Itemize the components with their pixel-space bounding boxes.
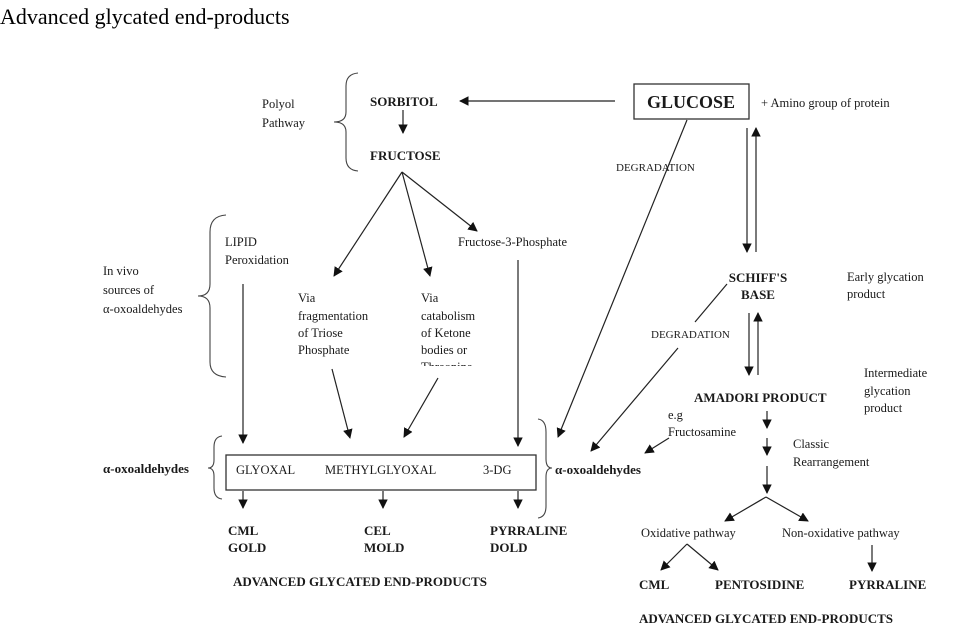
fructosamine-arrow	[644, 437, 670, 454]
3dg-item: 3-DG	[483, 463, 511, 477]
schiff-degradation-line-top	[694, 283, 728, 323]
via-triose-1: Via	[298, 291, 316, 305]
glucose-node: GLUCOSE	[647, 92, 735, 112]
polyol-label-1: Polyol	[262, 97, 295, 111]
fructose-node: FRUCTOSE	[370, 148, 441, 163]
via-ketone-3: of Ketone	[421, 326, 471, 340]
product-mold: MOLD	[364, 540, 404, 555]
product-cml: CML	[228, 523, 259, 538]
early-glycation-1: Early glycation	[847, 270, 924, 284]
via-ketone-1: Via	[421, 291, 439, 305]
age-left-label: ADVANCED GLYCATED END-PRODUCTS	[233, 574, 487, 589]
schiff-base-line1: SCHIFF'S	[729, 270, 788, 285]
fructose-to-ketone-arrow	[401, 171, 433, 277]
plus-amino-label: + Amino group of protein	[761, 96, 890, 110]
fructose-to-triose-arrow	[333, 171, 403, 277]
lipid-label-2: Peroxidation	[225, 253, 290, 267]
schiff-base-line2: BASE	[741, 287, 775, 302]
to-non-oxidative-arrow	[765, 496, 809, 522]
amadori-product-node: AMADORI PRODUCT	[694, 390, 827, 405]
polyol-brace	[333, 72, 359, 172]
classic-label-2: Rearrangement	[793, 455, 870, 469]
glucose-box	[633, 83, 750, 120]
fructose-3-phosphate-label: Fructose-3-Phosphate	[458, 235, 567, 249]
methylglyoxal-item: METHYLGLYOXAL	[325, 463, 436, 477]
intermediate-1: Intermediate	[864, 366, 928, 380]
fructose-to-f3p-arrow	[401, 171, 478, 232]
right-product-pyrraline: PYRRALINE	[849, 577, 926, 592]
via-ketone-2: catabolism	[421, 309, 475, 323]
in-vivo-label-2: sources of	[103, 283, 155, 297]
to-oxidative-arrow	[724, 496, 767, 522]
via-triose-2: fragmentation	[298, 309, 369, 323]
oxoaldehydes-right-label: α-oxoaldehydes	[555, 462, 641, 477]
degradation-mid-label: DEGRADATION	[651, 329, 730, 341]
oxidative-to-cml-arrow	[660, 543, 688, 571]
right-product-pentosidine: PENTOSIDINE	[715, 577, 804, 592]
in-vivo-label-1: In vivo	[103, 264, 139, 278]
page-title: Advanced glycated end-products	[0, 4, 290, 29]
via-ketone-4: bodies or	[421, 343, 468, 357]
glucose-degradation-arrow	[556, 119, 688, 438]
via-triose-3: of Triose	[298, 326, 343, 340]
product-cel: CEL	[364, 523, 391, 538]
in-vivo-brace	[197, 214, 227, 378]
oxo-right-brace	[537, 418, 553, 519]
oxidative-to-pentosidine-arrow	[686, 543, 719, 571]
product-dold: DOLD	[490, 540, 528, 555]
schiff-degradation-arrow	[590, 347, 679, 452]
glyoxal-item: GLYOXAL	[236, 463, 295, 477]
polyol-label-2: Pathway	[262, 116, 306, 130]
non-oxidative-pathway-label: Non-oxidative pathway	[782, 526, 900, 540]
eg-label: e.g	[668, 408, 684, 422]
right-product-cml: CML	[639, 577, 670, 592]
oxo-left-brace	[207, 435, 223, 500]
in-vivo-label-3: α-oxoaldehydes	[103, 302, 183, 316]
oxidative-pathway-label: Oxidative pathway	[641, 526, 737, 540]
triose-to-methylglyoxal-arrow	[331, 368, 353, 439]
product-gold: GOLD	[228, 540, 266, 555]
classic-label-1: Classic	[793, 437, 830, 451]
intermediate-2: glycation	[864, 384, 911, 398]
early-glycation-2: product	[847, 287, 886, 301]
product-pyrraline: PYRRALINE	[490, 523, 567, 538]
oxoaldehydes-box	[225, 454, 537, 491]
degradation-top-label: DEGRADATION	[616, 162, 695, 174]
intermediate-3: product	[864, 401, 903, 415]
lipid-label-1: LIPID	[225, 235, 257, 249]
oxoaldehydes-left-label: α-oxoaldehydes	[103, 461, 189, 476]
via-triose-4: Phosphate	[298, 343, 350, 357]
age-right-label: ADVANCED GLYCATED END-PRODUCTS	[639, 611, 893, 626]
ketone-clip-mask	[415, 366, 495, 378]
ketone-to-methylglyoxal-arrow	[403, 377, 439, 438]
sorbitol-node: SORBITOL	[370, 94, 438, 109]
fructosamine-label: Fructosamine	[668, 425, 736, 439]
